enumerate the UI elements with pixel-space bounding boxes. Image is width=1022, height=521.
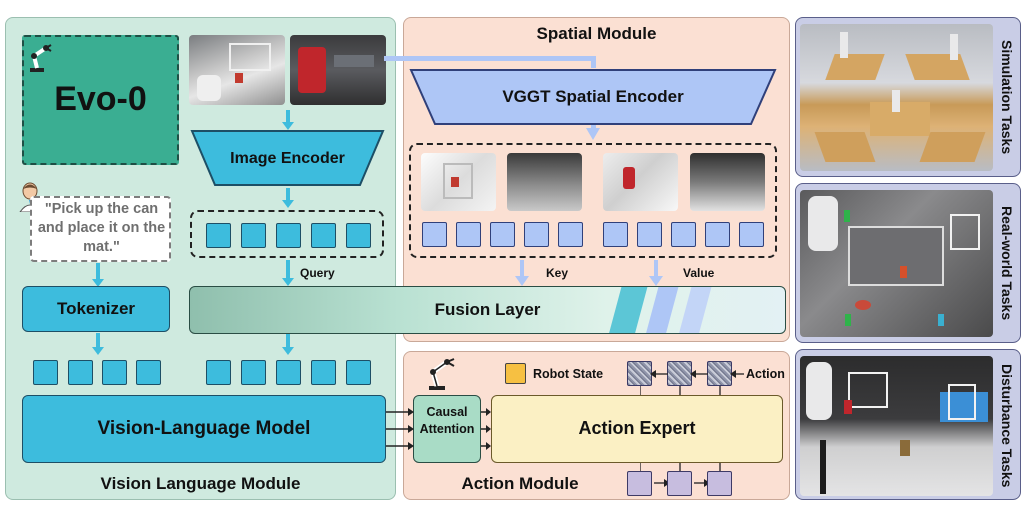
image-token <box>276 223 301 248</box>
query-label: Query <box>300 266 335 280</box>
spatial-features-box <box>409 143 777 258</box>
spatial-token <box>422 222 447 247</box>
action-expert-label: Action Expert <box>578 418 696 438</box>
vlm-label: Vision-Language Model <box>97 418 311 439</box>
spatial-token <box>558 222 583 247</box>
spatial-module-title: Spatial Module <box>536 24 657 43</box>
robot-arm-icon <box>27 40 53 74</box>
fused-token <box>346 360 371 385</box>
action-module-title: Action Module <box>461 474 579 493</box>
text-token <box>33 360 58 385</box>
arrow-instruction-to-tokenizer <box>92 263 104 287</box>
fused-token <box>206 360 231 385</box>
action-token-arrows <box>639 362 750 396</box>
action-input-token <box>627 471 652 496</box>
image-token <box>346 223 371 248</box>
evo-0-box <box>22 35 179 165</box>
tokenizer-label: Tokenizer <box>56 299 136 318</box>
input-token-arrows <box>639 463 750 493</box>
arrow-tokenizer-down <box>92 333 104 355</box>
spatial-token <box>603 222 628 247</box>
disturbance-image <box>800 356 993 496</box>
image-encoder <box>190 129 385 187</box>
action-input-token <box>707 471 732 496</box>
fused-token <box>241 360 266 385</box>
spatial-token <box>739 222 764 247</box>
image-token <box>311 223 336 248</box>
spatial-token <box>490 222 515 247</box>
action-expert-box <box>491 395 783 463</box>
real-world-image <box>800 190 993 337</box>
text-token <box>136 360 161 385</box>
text-token <box>68 360 93 385</box>
vision-language-model-box: Vision-Language Model <box>22 395 386 463</box>
action-input-token <box>667 471 692 496</box>
disturbance-tasks-label: Disturbance Tasks <box>999 364 1015 488</box>
point-cloud-image-1 <box>421 153 496 211</box>
action-label: Action <box>746 367 785 381</box>
robot-arm-icon <box>425 356 459 392</box>
fused-token <box>311 360 336 385</box>
spatial-token <box>637 222 662 247</box>
vggt-encoder-label: VGGT Spatial Encoder <box>502 87 684 106</box>
arrow-key <box>515 260 529 286</box>
arrow-encoder-to-tokens <box>282 188 294 208</box>
robot-state-swatch <box>505 363 526 384</box>
arrows-vlm-to-causal <box>386 406 414 452</box>
camera-image-2 <box>290 35 386 105</box>
point-cloud-image-2 <box>603 153 678 211</box>
vision-language-module-title: Vision Language Module <box>100 474 301 493</box>
text-token <box>102 360 127 385</box>
arrows-causal-to-expert <box>481 406 491 452</box>
key-label: Key <box>546 266 569 280</box>
image-encoder-label: Image Encoder <box>230 150 345 167</box>
arrow-fusion-down <box>282 333 294 355</box>
tokenizer-box: Tokenizer <box>22 286 170 332</box>
depth-image-2 <box>690 153 765 211</box>
fused-token <box>276 360 301 385</box>
evo-0-label: Evo-0 <box>54 80 147 118</box>
simulation-tasks-label: Simulation Tasks <box>999 40 1015 155</box>
value-label: Value <box>683 266 715 280</box>
vggt-spatial-encoder <box>409 68 777 126</box>
image-token <box>206 223 231 248</box>
spatial-token <box>705 222 730 247</box>
image-tokens-box <box>190 210 384 258</box>
spatial-token <box>456 222 481 247</box>
spatial-token <box>671 222 696 247</box>
causal-attention-label: Causal Attention <box>419 405 475 436</box>
depth-image-1 <box>507 153 582 211</box>
fusion-layer-label: Fusion Layer <box>434 300 541 319</box>
arrow-value <box>649 260 663 286</box>
arrow-query <box>282 260 294 286</box>
camera-image-1 <box>189 35 285 105</box>
image-token <box>241 223 266 248</box>
fusion-layer <box>189 286 786 334</box>
arrow-photo-to-encoder <box>282 110 294 130</box>
instruction-text: "Pick up the can and place it on the mat… <box>37 201 166 255</box>
spatial-token <box>524 222 549 247</box>
real-world-tasks-label: Real-world Tasks <box>999 206 1015 321</box>
robot-state-label: Robot State <box>533 367 604 381</box>
instruction-box <box>30 196 171 262</box>
simulation-image <box>800 24 993 171</box>
